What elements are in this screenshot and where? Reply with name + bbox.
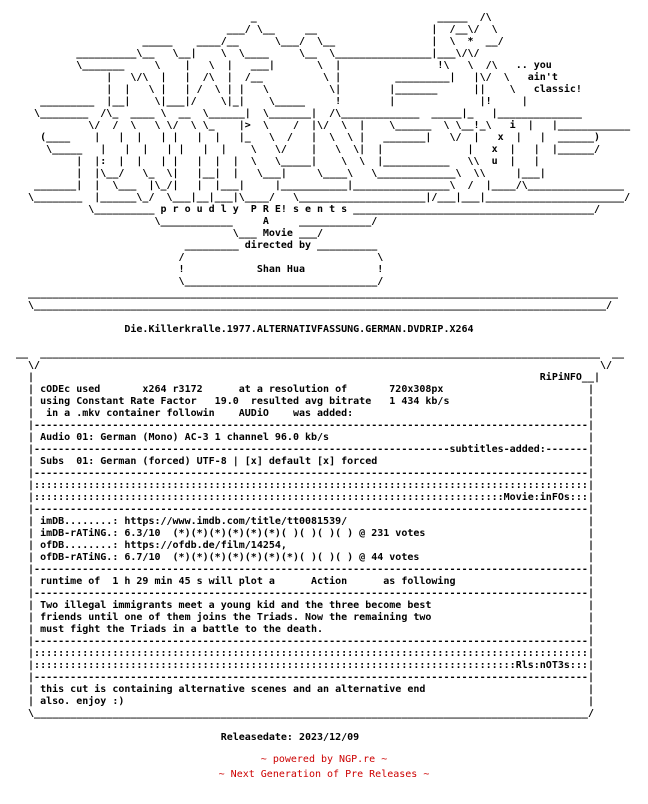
footer: ~ powered by NGP.re ~ ~ Next Generation … bbox=[0, 752, 648, 782]
footer-tagline: ~ Next Generation of Pre Releases ~ bbox=[218, 769, 430, 780]
footer-powered-by: ~ powered by NGP.re ~ bbox=[260, 754, 388, 765]
nfo-ascii-text: _ _____ /\ ___/ \__ __ | /__\/ \ _____ _… bbox=[16, 12, 631, 743]
